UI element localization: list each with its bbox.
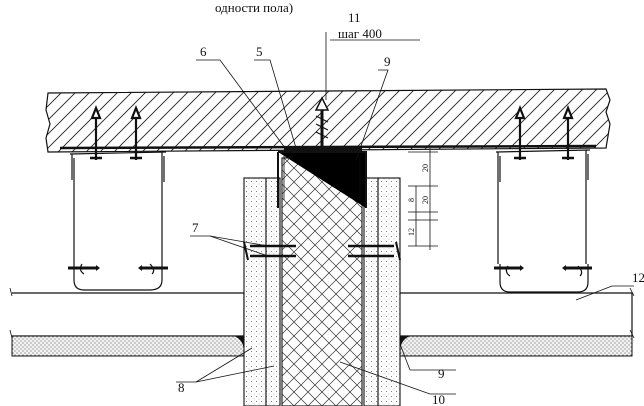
callout-11: 11 [348,10,361,25]
screw-icon [348,241,401,261]
left-sealant [234,336,244,352]
screw-icon [562,265,592,271]
right-ceiling-board [400,287,635,339]
left-gypsum-layer [11,335,245,357]
concrete-slab [45,88,611,153]
right-suspension-profile [494,149,592,293]
callout-7: 7 [192,220,199,235]
right-sealant [400,336,410,352]
anchor-icon [514,105,526,160]
screw-icon [138,265,168,271]
header-fragment: одности пола) [215,0,293,15]
callout-9-top: 9 [384,54,391,69]
callout-9-bottom: 9 [438,366,445,381]
screw-icon [243,241,296,261]
dimension-20-lower: 20 [421,196,430,204]
dimension-20-upper: 20 [421,164,430,172]
left-ceiling-board [9,287,245,339]
callout-12: 12 [632,270,644,285]
center-anchor-icon [314,96,330,152]
right-gypsum-layer [399,335,633,357]
callout-step: шаг 400 [338,26,382,41]
dimension-12: 12 [407,228,416,236]
anchor-icon [90,105,102,160]
anchor-icon [562,105,574,160]
callout-6: 6 [200,44,207,59]
leader-lines [176,32,634,395]
callout-10: 10 [432,392,445,406]
left-suspension-profile [68,151,168,291]
dimension-chain [408,148,438,250]
screw-icon [68,265,100,271]
anchor-icon [130,105,142,160]
screw-icon [494,265,524,271]
callout-5: 5 [256,44,263,59]
dimension-8: 8 [407,198,416,202]
callout-8: 8 [178,380,185,395]
